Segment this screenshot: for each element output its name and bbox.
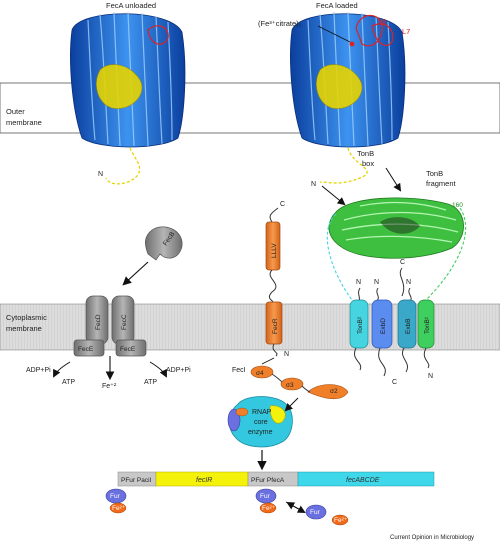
exbb-n-label: N: [428, 373, 433, 380]
fecb-protein: [145, 226, 183, 261]
loop-l8-label: L8: [378, 17, 386, 26]
sigma3-label: σ3: [286, 382, 294, 389]
fe2-label: Fe⁺²: [102, 383, 117, 390]
sigma2-label: σ2: [330, 388, 338, 395]
rnap-yellow-subunit: [269, 405, 286, 424]
outer-membrane-label-2: membrane: [6, 118, 42, 127]
tonb-fragment-structure: [328, 197, 464, 259]
fe-ion-free: [331, 514, 349, 526]
complex-cytoplasmic-loops: [354, 347, 430, 377]
llv-domain: [265, 221, 281, 271]
sigma4-domain: [250, 365, 274, 379]
fecr-c-label: C: [280, 201, 285, 208]
exbd-label: ExbD: [380, 318, 387, 334]
tonb-fragment-link-left: [326, 213, 353, 301]
ferric-citrate-pointer: [317, 25, 351, 43]
n-label-unloaded: N: [98, 171, 103, 178]
adp-pi-left: ADP+Pi: [26, 367, 51, 374]
n-label-loaded: N: [311, 181, 316, 188]
fece-protein-left: [73, 339, 105, 357]
exbb-protein: [397, 299, 417, 349]
fur-label-2: Fur: [260, 493, 271, 500]
feca-loaded-n-terminus: [319, 147, 368, 184]
tonb-fragment-label-1: TonB: [426, 169, 443, 178]
rnap-label-3: enzyme: [248, 429, 273, 436]
tonb-box-arrow: [385, 167, 402, 192]
gene-fecabcde: [297, 471, 435, 487]
fecr-linker-mid: [268, 269, 277, 303]
llv-label: LLLV: [271, 243, 278, 258]
loop-l7-label: L7: [402, 27, 410, 36]
atp-right: ATP: [144, 379, 157, 386]
exbb-label: ExbB: [405, 318, 412, 334]
fecc-label: FecC: [121, 314, 128, 330]
fur-label-1: Fur: [110, 493, 121, 500]
fe-label-2: Fe²⁺: [262, 505, 276, 512]
fe-label-1: Fe²⁺: [112, 505, 126, 512]
fecb-arrow: [122, 261, 149, 286]
feca-loaded-barrel: [290, 11, 406, 148]
fece-label-left: FecE: [78, 346, 94, 353]
fecd-label: FecD: [95, 314, 102, 330]
ferric-citrate-label: (Fe³⁺citrate)₂: [258, 19, 302, 28]
promoter-1-label: PFur PaciI: [121, 477, 152, 484]
atp-left: ATP: [62, 379, 75, 386]
promoter-2-label: PFur PfecA: [251, 477, 285, 484]
tonb-box-label-1: TonB: [357, 149, 374, 158]
exbd-n-label: N: [374, 279, 379, 286]
fur-protein-free: [305, 504, 327, 520]
exbd-protein: [371, 299, 393, 349]
fece-protein-right: [115, 339, 147, 357]
rnap-orange-subunit: [235, 407, 249, 417]
exbb-c-label: C: [392, 379, 397, 386]
fecr-n-tail: [272, 343, 278, 357]
feca-loaded-title: FecA loaded: [316, 1, 358, 10]
cytoplasmic-membrane-label-2: membrane: [6, 324, 42, 333]
exbd-c-label: C: [400, 259, 405, 266]
tonb2-protein: [349, 299, 369, 349]
atp-arrow-left: [53, 361, 71, 378]
atp-arrow-right: [149, 361, 167, 378]
tonb-n-label-right: N: [406, 279, 411, 286]
tonb-fragment-link-right: [425, 207, 467, 301]
n-terminus-arrow: [321, 185, 346, 206]
outer-membrane-label-1: Outer: [6, 107, 25, 116]
fecr-linker-top: [269, 207, 279, 223]
gene-fecir-label: fecIR: [196, 477, 212, 484]
fur-label-free: Fur: [310, 509, 321, 516]
tonb2-label: TonB²: [357, 316, 364, 334]
fur-bind-arrow: [286, 502, 305, 513]
exbd-c-loop: [399, 267, 405, 297]
tonb-box-label-2: box: [362, 159, 374, 168]
feca-unloaded-n-terminus: [105, 147, 141, 185]
fe-ion-1: [109, 502, 127, 514]
fecr-label: FecR: [272, 318, 279, 334]
residue-160-label: 160: [452, 202, 463, 209]
tonb-n-label-left: N: [356, 279, 361, 286]
gene-fecabcde-label: fecABCDE: [346, 477, 380, 484]
tonb-fragment-label-2: fragment: [426, 179, 457, 188]
fe-label-free: Fe²⁺: [334, 517, 348, 524]
rnap-label-2: core: [254, 419, 268, 426]
credit-line: Current Opinion in Microbiology: [390, 535, 474, 541]
feca-unloaded-title: FecA unloaded: [106, 1, 156, 10]
rnap-label-1: RNAP: [252, 409, 272, 416]
fe-ion-2: [259, 502, 277, 514]
feca-unloaded-barrel: [70, 11, 186, 148]
fecr-to-feci-arrow: [261, 357, 275, 365]
adp-pi-right: ADP+Pi: [166, 367, 191, 374]
tonb1-label: TonB¹: [424, 316, 431, 334]
feci-label: FecI: [232, 367, 246, 374]
fecr-n-label: N: [284, 351, 289, 358]
sigma3-domain: [280, 377, 304, 391]
sigma4-label: σ4: [256, 370, 264, 377]
fece-label-right: FecE: [120, 346, 136, 353]
sigma2-domain: [307, 384, 349, 400]
cytoplasmic-membrane-label-1: Cytoplasmic: [6, 313, 47, 322]
sigma-to-rnap-arrow: [284, 397, 299, 412]
sigma-linker: [271, 373, 311, 393]
